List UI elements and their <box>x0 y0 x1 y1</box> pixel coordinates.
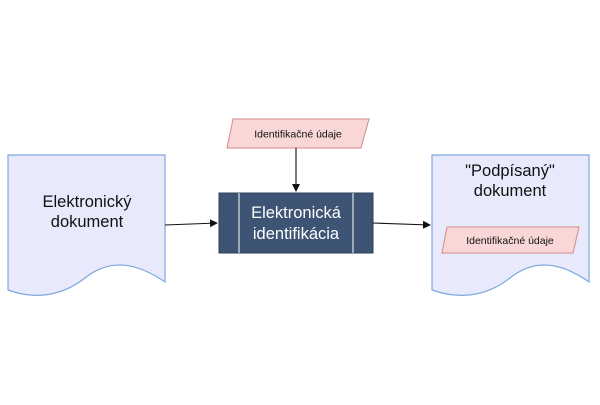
input-document-label-line-2: dokument <box>51 213 124 231</box>
process-label-line-2: identifikácia <box>253 225 340 243</box>
process-label-line-1: Elektronická <box>251 204 342 222</box>
edge-document-to-process <box>164 219 218 228</box>
output-document-node: "Podpísaný" dokument Identifikačné údaje <box>431 154 590 296</box>
input-data-node: Identifikačné údaje <box>226 118 370 149</box>
input-data-label: Identifikačné údaje <box>254 129 342 141</box>
output-document-shape <box>431 154 590 296</box>
input-data-shape <box>226 118 370 149</box>
input-document-label-line-1: Elektronický <box>43 193 133 211</box>
input-document-shape <box>7 154 166 296</box>
output-document-label-line-2: dokument <box>474 182 547 200</box>
output-inner-data-label: Identifikačné údaje <box>466 235 554 247</box>
output-inner-data-shape <box>441 226 580 254</box>
edge-process-to-output <box>372 220 431 229</box>
output-document-label-line-1: "Podpísaný" <box>465 162 555 180</box>
process-node: Elektronická identifikácia <box>218 192 374 254</box>
process-shape <box>218 192 374 254</box>
input-document-node: Elektronický dokument <box>7 154 166 296</box>
